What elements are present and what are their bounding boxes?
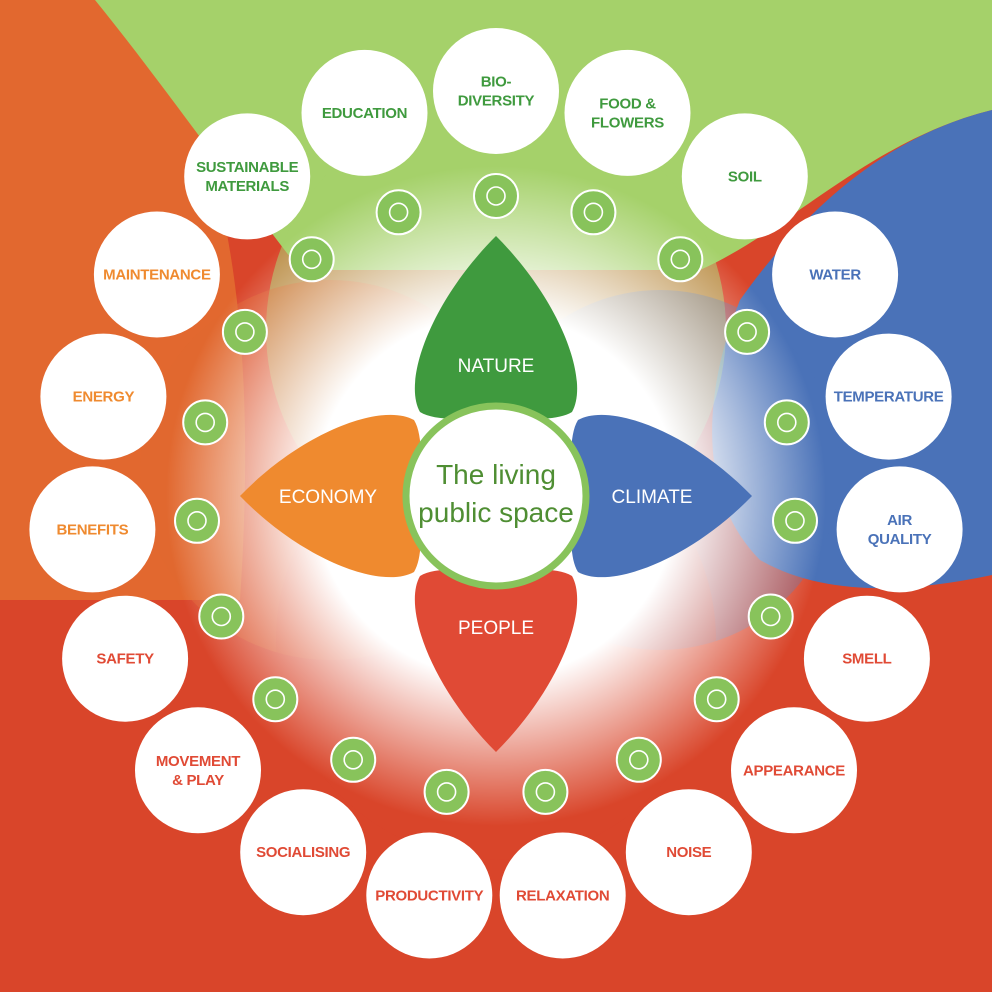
bee-icon (473, 173, 519, 219)
item-label-appearance: APPEARANCE (743, 762, 845, 779)
item-circle-benefits (29, 466, 156, 593)
item-circle-maintenance (93, 211, 220, 338)
item-circle-soil (681, 113, 808, 240)
item-label-soil: SOIL (728, 168, 762, 185)
reclining-person-icon (522, 768, 569, 815)
solar-panel-icon-glyph (195, 412, 215, 433)
item-circle-relaxation (499, 832, 626, 959)
item-label-relaxation: RELAXATION (516, 888, 609, 905)
item-circle-air-quality (836, 466, 963, 593)
fence-icon-glyph (211, 606, 232, 627)
item-label-smell: SMELL (842, 651, 891, 668)
item-label-temperature: TEMPERATURE (834, 389, 944, 406)
center-title-line-1: The living (436, 459, 556, 490)
sprout-icon-glyph (670, 249, 691, 270)
item-label-benefits: BENEFITS (57, 521, 129, 538)
item-icons (174, 173, 818, 815)
leaf-icon-glyph (785, 510, 805, 531)
tag-icon-glyph (301, 249, 322, 270)
item-circle-energy (40, 333, 167, 460)
item-circle-biodiversity (433, 28, 559, 154)
item-circle-education (301, 49, 428, 176)
muted-speaker-icon (615, 736, 662, 783)
center-title-line-2: public space (418, 497, 574, 528)
tag-icon (288, 236, 335, 283)
water-drop-icon-glyph (737, 322, 757, 342)
graduation-cap-icon (375, 189, 422, 236)
item-circle-movement-play (135, 707, 261, 834)
item-label-sustainable-materials: MATERIALS (205, 178, 289, 195)
leaf-icon (772, 497, 818, 544)
solar-panel-icon (182, 399, 229, 446)
petal-label-people: PEOPLE (458, 618, 534, 639)
item-circle-sustainable-materials (184, 113, 311, 240)
muted-speaker-icon-glyph (628, 749, 649, 770)
graduation-cap-icon-glyph (388, 202, 409, 223)
item-label-energy: ENERGY (73, 389, 135, 406)
item-label-water: WATER (809, 267, 861, 284)
item-label-biodiversity: BIO- (481, 74, 512, 91)
item-label-education: EDUCATION (322, 105, 407, 122)
item-label-food-flowers: FLOWERS (591, 114, 664, 131)
walking-person-icon (252, 676, 299, 723)
item-label-safety: SAFETY (96, 651, 154, 668)
item-label-noise: NOISE (666, 844, 711, 861)
item-label-biodiversity: DIVERSITY (458, 93, 535, 110)
item-label-air-quality: QUALITY (868, 531, 932, 548)
handshake-icon-glyph (343, 749, 364, 770)
eye-icon-glyph (706, 689, 727, 710)
petal-climate (570, 414, 752, 578)
euro-hands-icon (174, 497, 220, 544)
petal-label-economy: ECONOMY (279, 487, 378, 508)
person-chart-icon (423, 768, 470, 815)
item-label-sustainable-materials: SUSTAINABLE (196, 159, 299, 176)
item-label-movement-play: MOVEMENT (156, 753, 240, 770)
item-label-air-quality: AIR (887, 512, 912, 529)
person-chart-icon-glyph (436, 782, 457, 802)
euro-hands-icon-glyph (187, 510, 207, 531)
item-circle-food-flowers (564, 49, 691, 176)
item-circle-socialising (240, 789, 367, 916)
flower-icon-glyph (583, 202, 604, 223)
thermometer-icon (763, 399, 810, 446)
petal-economy (240, 414, 422, 578)
petal-people (414, 569, 578, 752)
flower-icon (570, 189, 617, 236)
thermometer-icon-glyph (776, 412, 797, 433)
handshake-icon (330, 736, 377, 783)
item-label-socialising: SOCIALISING (256, 844, 350, 861)
item-label-productivity: PRODUCTIVITY (375, 888, 483, 905)
item-circle-water (772, 211, 899, 338)
item-circle-noise (625, 789, 752, 916)
item-circle-safety (62, 595, 189, 722)
reclining-person-icon-glyph (535, 782, 556, 802)
center-circle (402, 402, 590, 590)
item-circle-appearance (731, 707, 857, 834)
walking-person-icon-glyph (265, 689, 286, 710)
bee-icon-glyph (486, 186, 506, 206)
item-labels: BIO- DIVERSITY FOOD & FLOWERS SOIL WATER TEMPE… (57, 74, 945, 905)
item-circle-productivity (366, 832, 493, 959)
item-circles (29, 28, 963, 959)
item-circle-smell (803, 595, 930, 722)
trowel-plant-icon-glyph (235, 322, 255, 342)
item-label-maintenance: MAINTENANCE (103, 267, 211, 284)
sprout-icon (657, 236, 704, 283)
petal-label-climate: CLIMATE (612, 487, 693, 508)
petal-label-nature: NATURE (458, 356, 535, 377)
nose-icon (747, 593, 794, 640)
eye-icon (693, 676, 740, 723)
item-label-food-flowers: FOOD & (599, 95, 656, 112)
trowel-plant-icon (221, 308, 268, 355)
item-label-movement-play: & PLAY (172, 772, 224, 789)
nose-icon-glyph (760, 606, 781, 627)
item-circle-temperature (825, 333, 952, 460)
fence-icon (198, 593, 245, 640)
water-drop-icon (724, 308, 771, 355)
petal-nature (414, 236, 578, 420)
